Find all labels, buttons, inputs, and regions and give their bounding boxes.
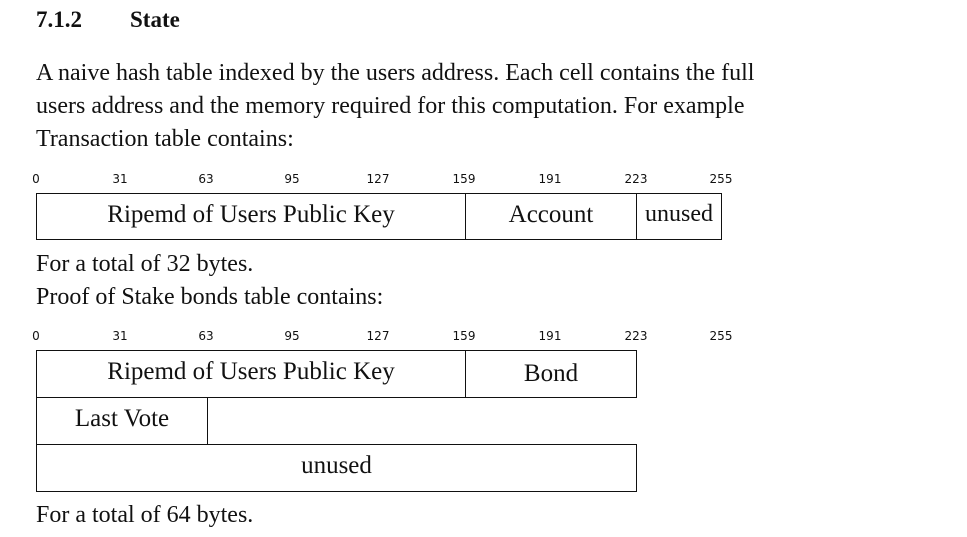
tick-label: 0 [32,172,40,186]
intro-line: A naive hash table indexed by the users … [36,60,755,86]
tick-label: 159 [452,172,476,186]
pos-intro: Proof of Stake bonds table contains: [36,284,384,310]
section-heading: 7.1.2 State [36,7,180,33]
tick-label: 0 [32,329,40,343]
account-cell: Account [465,193,637,240]
tick-label: 223 [624,329,648,343]
tick-label: 31 [112,329,128,343]
intro-line: Transaction table contains: [36,126,294,152]
tick-label: 63 [198,329,214,343]
unused-cell: unused [636,193,722,240]
ripemd-cell: Ripemd of Users Public Key [36,193,466,240]
ripemd-cell: Ripemd of Users Public Key [36,350,466,398]
unused-cell: unused [36,444,637,492]
intro-line: users address and the memory required fo… [36,93,745,119]
section-number: 7.1.2 [36,7,82,32]
intro-paragraph: A naive hash table indexed by the users … [36,57,754,156]
pos-total: For a total of 64 bytes. [36,502,254,528]
tick-label: 31 [112,172,128,186]
tick-label: 191 [538,329,562,343]
tick-label: 95 [284,329,300,343]
tick-label: 127 [366,329,390,343]
tick-label: 95 [284,172,300,186]
tick-label: 191 [538,172,562,186]
tick-label: 223 [624,172,648,186]
tick-label: 255 [709,329,733,343]
tick-label: 63 [198,172,214,186]
section-title: State [130,7,180,32]
last-vote-cell: Last Vote [36,397,208,445]
bond-cell: Bond [465,350,637,398]
transaction-total: For a total of 32 bytes. [36,251,254,277]
tick-label: 159 [452,329,476,343]
tick-label: 127 [366,172,390,186]
tick-label: 255 [709,172,733,186]
